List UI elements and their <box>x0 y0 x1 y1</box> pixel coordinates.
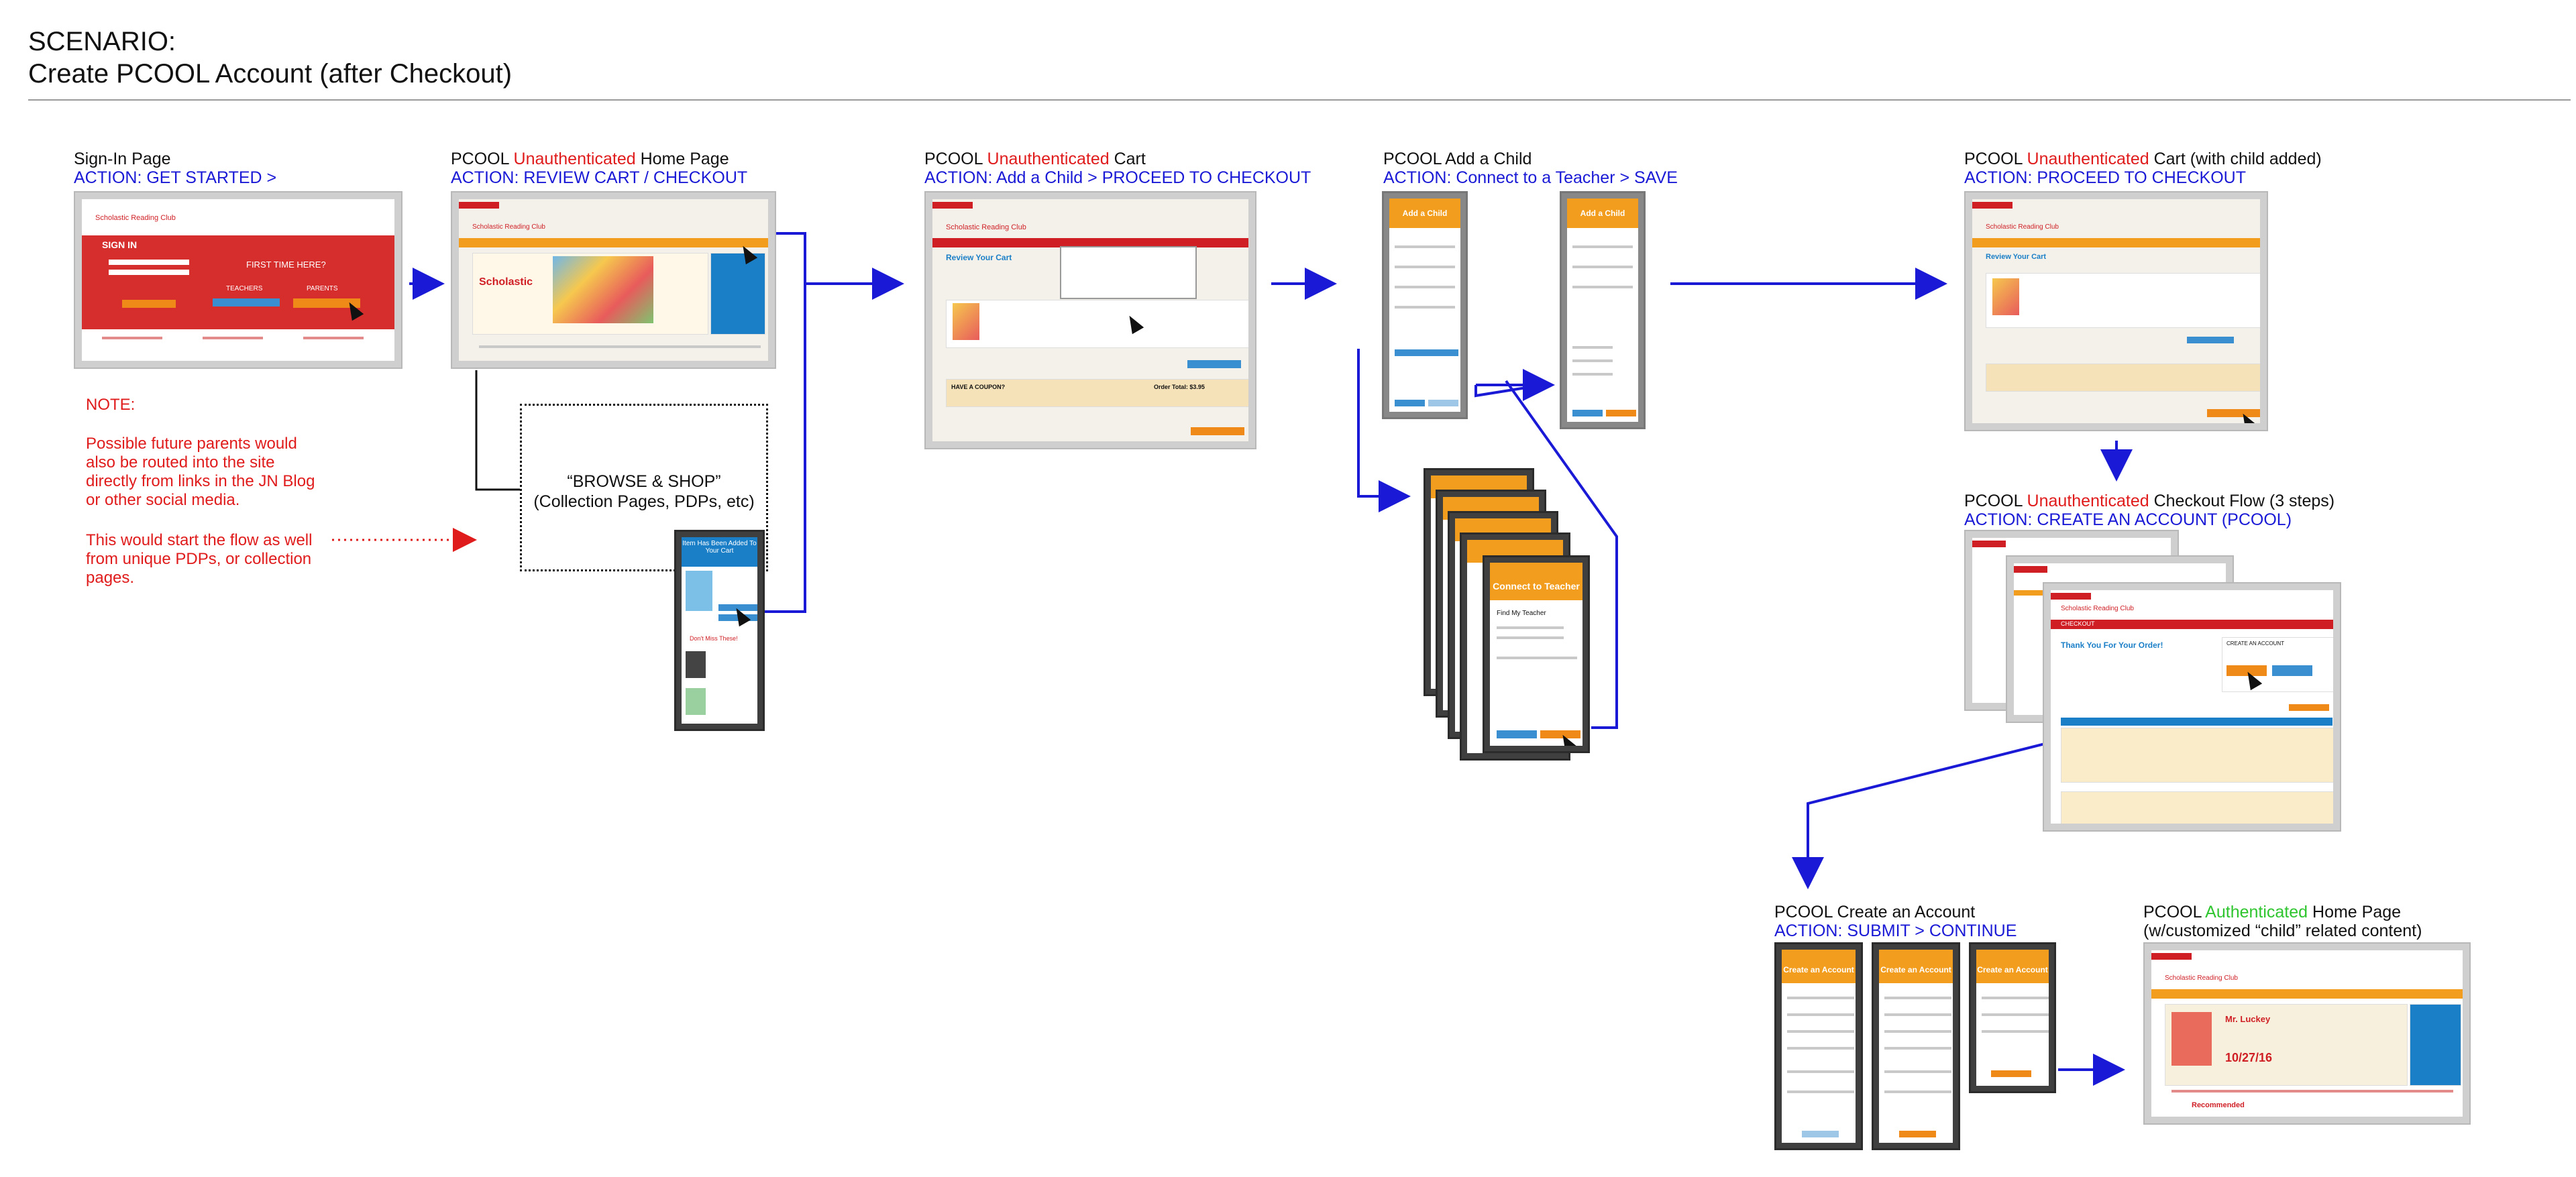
thumb-signin: Scholastic Reading Club SIGN IN FIRST TI… <box>74 191 402 369</box>
line-connect-save <box>1505 380 1618 729</box>
step-cart2-title: PCOOL Unauthenticated Cart (with child a… <box>1964 150 2322 168</box>
line-home-to-browse <box>475 370 520 491</box>
signin-button <box>122 300 176 308</box>
step-create-action: ACTION: SUBMIT > CONTINUE <box>1774 921 2017 940</box>
step-cart-title: PCOOL Unauthenticated Cart <box>924 150 1146 168</box>
signin-heading: SIGN IN <box>102 239 138 250</box>
step-checkout-action: ACTION: CREATE AN ACCOUNT (PCOOL) <box>1964 510 2292 529</box>
step-cart-action: ACTION: Add a Child > PROCEED TO CHECKOU… <box>924 168 1311 187</box>
step-signin-action: ACTION: GET STARTED > <box>74 168 277 187</box>
signin-brand: Scholastic Reading Club <box>95 214 176 222</box>
step-authhome-title: PCOOL Authenticated Home Page <box>2143 903 2402 921</box>
step-addchild-title: PCOOL Add a Child <box>1383 150 1532 168</box>
thumb-create-c: Create an Account <box>1969 942 2056 1093</box>
thumb-create-a: Create an Account <box>1774 942 1863 1150</box>
signin-first-time: FIRST TIME HERE? <box>246 260 326 270</box>
browse-and-shop-box: “BROWSE & SHOP” (Collection Pages, PDPs,… <box>520 404 768 571</box>
step-home-title: PCOOL Unauthenticated Home Page <box>451 150 729 168</box>
thumb-addchild-b: Add a Child <box>1560 191 1646 429</box>
get-started-button <box>293 298 360 308</box>
scenario-label: SCENARIO: <box>28 27 176 56</box>
thumb-cart: Scholastic Reading Club Review Your Cart… <box>924 191 1256 449</box>
scenario-title: Create PCOOL Account (after Checkout) <box>28 59 513 89</box>
step-create-title: PCOOL Create an Account <box>1774 903 1976 921</box>
step-checkout-title: PCOOL Unauthenticated Checkout Flow (3 s… <box>1964 492 2335 510</box>
step-signin-title: Sign-In Page <box>74 150 171 168</box>
thumb-create-b: Create an Account <box>1872 942 1960 1150</box>
thumb-authhome: Scholastic Reading Club Mr. Luckey 10/27… <box>2143 942 2471 1125</box>
step-home-action: ACTION: REVIEW CART / CHECKOUT <box>451 168 748 187</box>
signin-parents: PARENTS <box>307 285 338 292</box>
arrow-addchild-to-connect <box>1357 349 1411 512</box>
signin-red-panel <box>82 235 394 329</box>
thumb-connect-teacher: Connect to Teacher Find My Teacher <box>1483 555 1590 753</box>
thumb-home: Scholastic Reading Club Scholastic <box>451 191 776 369</box>
thumb-item-added: Item Has Been Added To Your Cart Don't M… <box>674 530 765 731</box>
thumb-cart2: Scholastic Reading Club Review Your Cart <box>1964 191 2268 431</box>
header-divider <box>28 99 2571 101</box>
line-addchild-a-to-b <box>1474 384 1544 398</box>
step-authhome-subtitle: (w/customized “child” related content) <box>2143 921 2422 940</box>
note-label: NOTE: <box>86 396 136 414</box>
signin-teachers: TEACHERS <box>226 285 263 292</box>
step-addchild-action: ACTION: Connect to a Teacher > SAVE <box>1383 168 1678 187</box>
step-cart2-action: ACTION: PROCEED TO CHECKOUT <box>1964 168 2246 187</box>
thumb-checkout: Scholastic Reading Club CHECKOUT Thank Y… <box>2043 582 2341 832</box>
thumb-addchild-a: Add a Child <box>1382 191 1468 419</box>
